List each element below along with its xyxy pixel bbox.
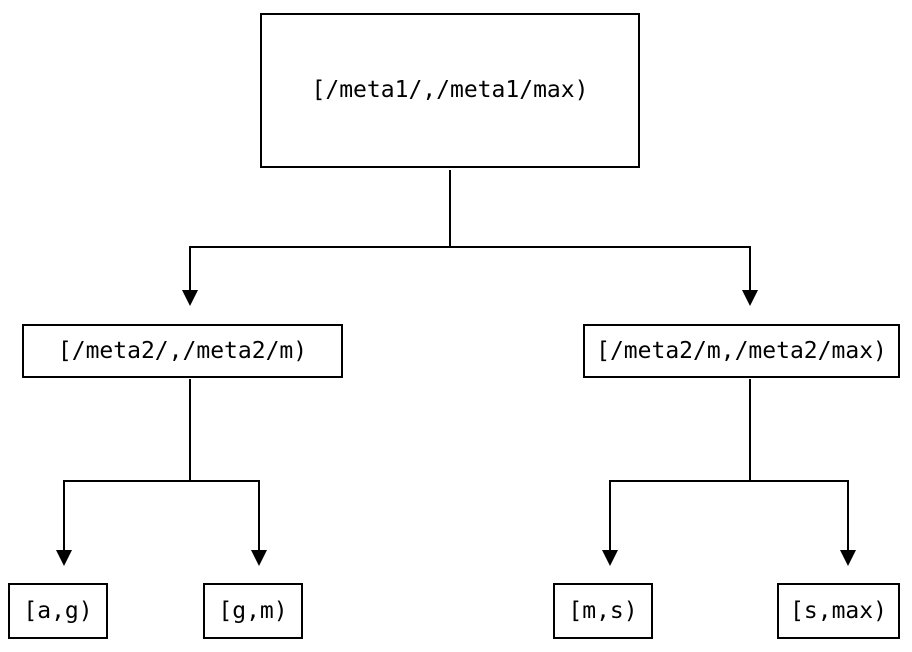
edge-left-child-right-drop — [258, 480, 260, 550]
node-leaf-gm-range: [g,m) — [203, 583, 303, 639]
edge-left-child-left-drop — [63, 480, 65, 550]
node-leaf-smax-range: [s,max) — [777, 583, 900, 639]
edge-left-child-stem — [189, 379, 191, 481]
arrowhead-down-icon — [56, 550, 72, 566]
edge-left-child-crossbar — [63, 480, 260, 482]
edge-root-left-drop — [189, 246, 191, 290]
node-left-child-range: [/meta2/,/meta2/m) — [22, 324, 343, 378]
arrowhead-down-icon — [602, 550, 618, 566]
edge-right-child-right-drop — [847, 480, 849, 550]
edge-root-stem — [449, 170, 451, 247]
edge-right-child-left-drop — [609, 480, 611, 550]
arrowhead-down-icon — [251, 550, 267, 566]
node-leaf-ag-range: [a,g) — [8, 583, 108, 639]
node-right-child-range: [/meta2/m,/meta2/max) — [583, 324, 900, 378]
arrowhead-down-icon — [840, 550, 856, 566]
edge-right-child-crossbar — [609, 480, 849, 482]
arrowhead-down-icon — [742, 290, 758, 306]
node-root-range: [/meta1/,/meta1/max) — [260, 13, 640, 168]
arrowhead-down-icon — [182, 290, 198, 306]
edge-root-right-drop — [749, 246, 751, 290]
node-leaf-ms-range: [m,s) — [553, 583, 653, 639]
edge-right-child-stem — [749, 379, 751, 481]
edge-root-crossbar — [189, 246, 751, 248]
